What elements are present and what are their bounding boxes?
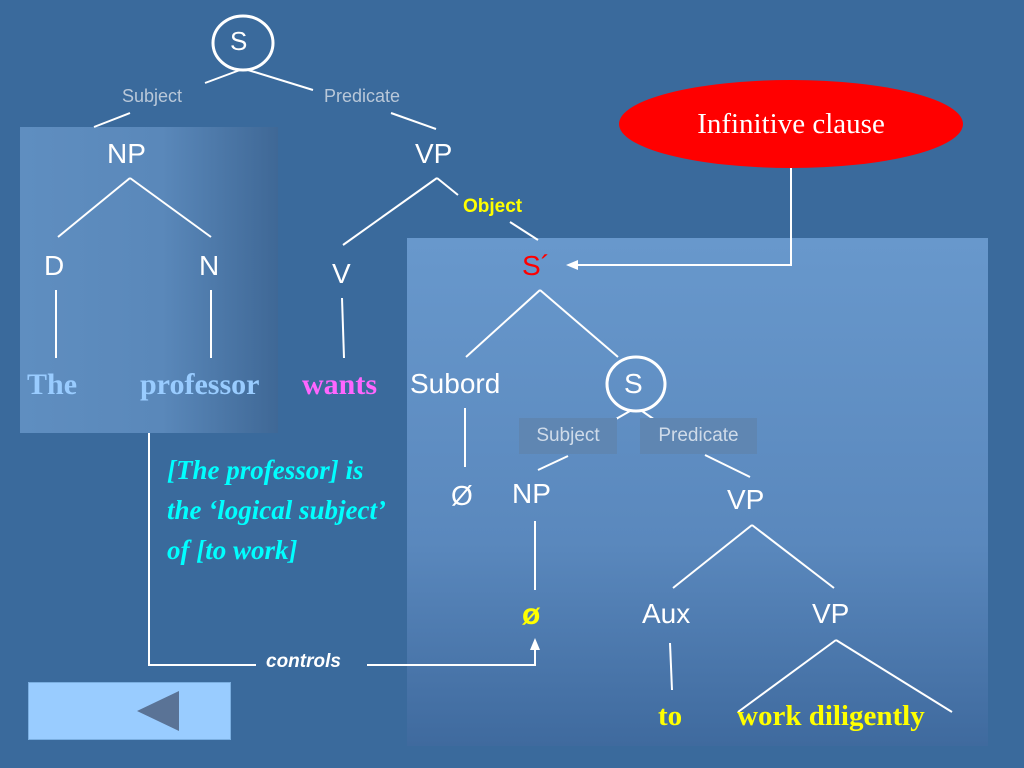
label-subject-inner: Subject <box>519 418 617 454</box>
label-object: Object <box>463 196 523 217</box>
callout-arrowhead <box>566 260 578 270</box>
node-vp-inner: VP <box>727 484 765 515</box>
node-null-np: ø <box>522 598 541 631</box>
node-np-inner: NP <box>512 478 551 509</box>
node-d: D <box>44 250 65 281</box>
triangle-left-icon <box>137 691 179 731</box>
word-work-diligently: work diligently <box>737 700 925 732</box>
highlight-panel-left <box>20 127 278 433</box>
node-s-prime: S´ <box>522 250 550 281</box>
word-professor: professor <box>140 368 260 401</box>
node-v: V <box>332 258 351 289</box>
controls-arrowhead <box>530 638 540 650</box>
word-the: The <box>27 368 78 401</box>
node-n: N <box>199 250 220 281</box>
word-to: to <box>658 700 683 732</box>
label-predicate-top: Predicate <box>324 86 401 106</box>
node-s-inner: S <box>624 368 643 399</box>
node-aux: Aux <box>642 598 691 629</box>
infinitive-clause-callout: Infinitive clause <box>619 80 963 168</box>
s-top-circle <box>211 14 275 72</box>
label-predicate-inner: Predicate <box>640 418 757 454</box>
node-vp: VP <box>415 138 453 169</box>
label-controls: controls <box>266 651 341 672</box>
logical-subject-note: [The professor] is the ‘logical subject’… <box>167 455 384 565</box>
label-subject-top: Subject <box>122 86 183 106</box>
node-s-top: S <box>230 26 248 56</box>
word-wants: wants <box>302 368 378 401</box>
node-null-subord: Ø <box>451 480 473 511</box>
s-inner-circle <box>605 355 667 413</box>
node-np: NP <box>107 138 146 169</box>
node-subord: Subord <box>410 368 501 399</box>
node-vp-lower: VP <box>812 598 850 629</box>
back-button[interactable] <box>28 682 231 740</box>
